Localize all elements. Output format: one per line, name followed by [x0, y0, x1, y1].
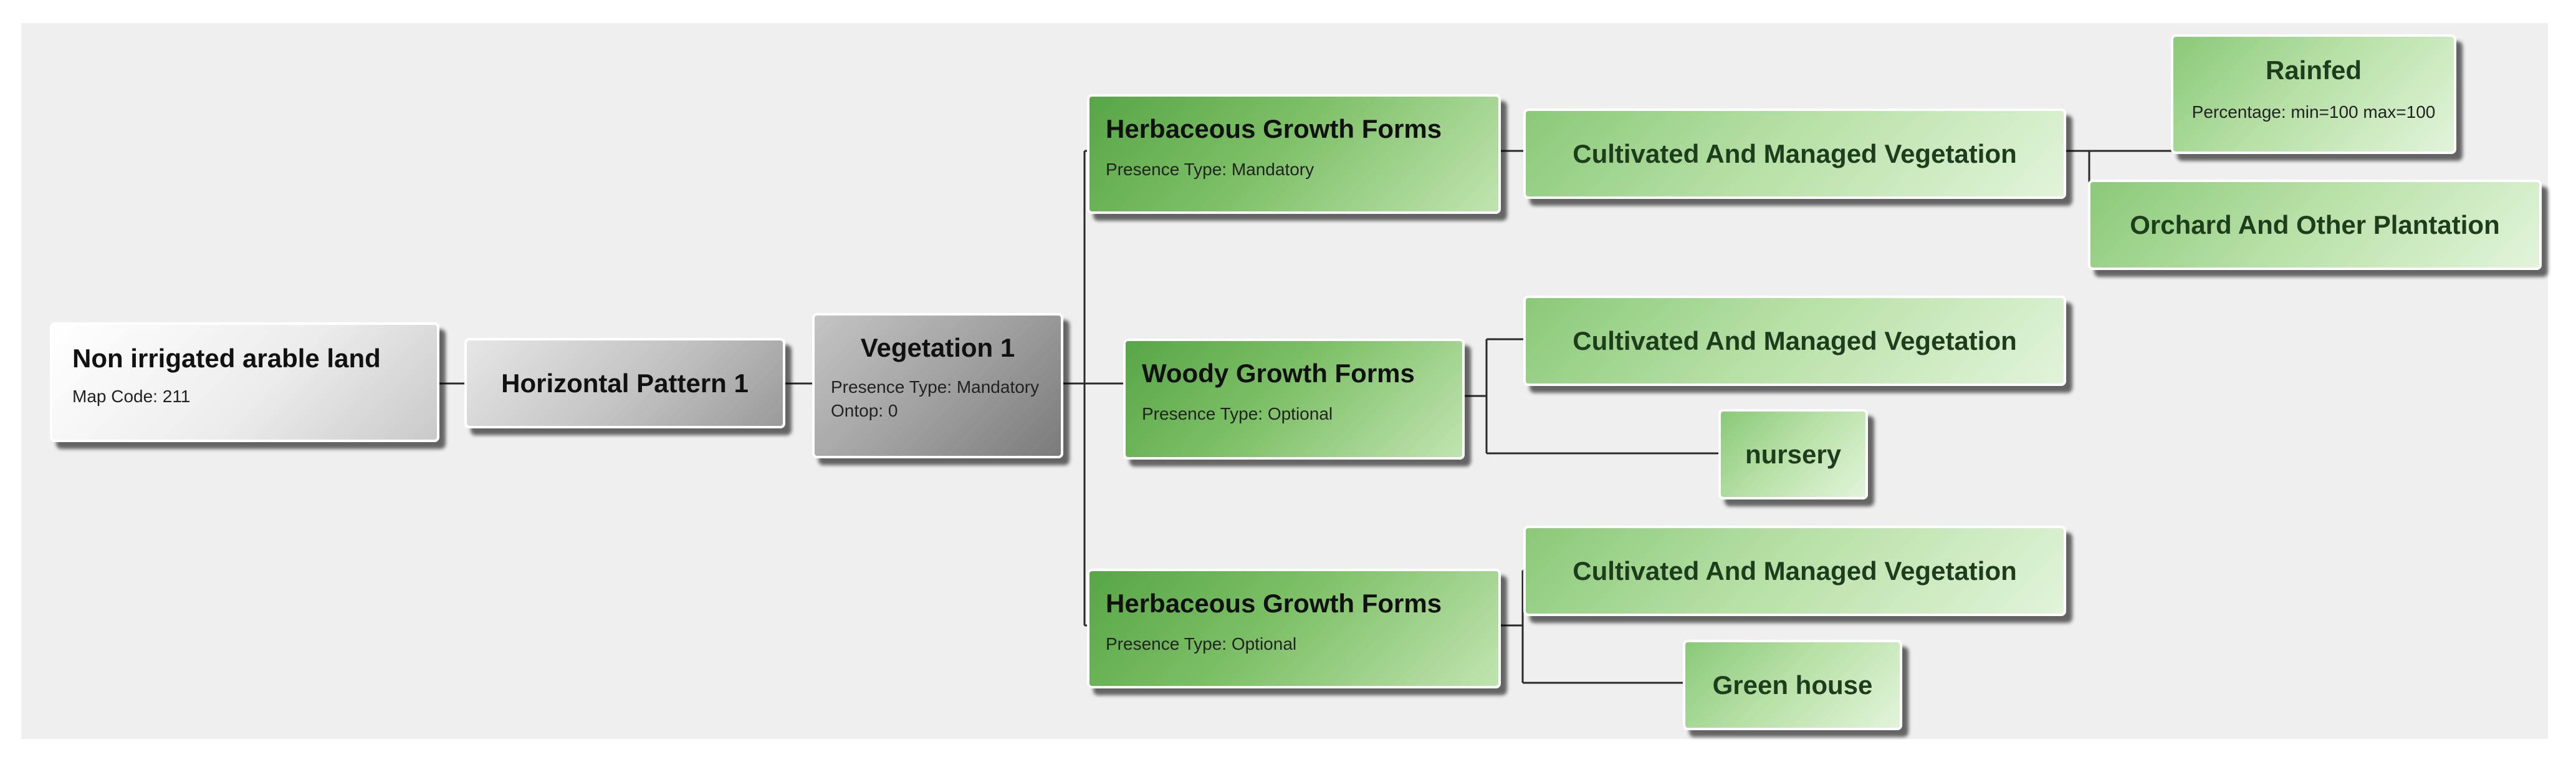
node-title: Orchard And Other Plantation [2130, 210, 2500, 239]
node-title: nursery [1745, 439, 1842, 469]
node-title: Non irrigated arable land [72, 344, 381, 373]
node-green-house[interactable]: Green house [1683, 640, 1902, 730]
node-horizontal-pattern-1[interactable]: Horizontal Pattern 1 [464, 338, 785, 428]
node-title: Green house [1712, 670, 1873, 700]
node-title: Cultivated And Managed Vegetation [1573, 326, 2017, 355]
node-cultivated-managed-vegetation-1[interactable]: Cultivated And Managed Vegetation [1523, 109, 2066, 199]
node-herbaceous-growth-forms-optional[interactable]: Herbaceous Growth Forms Presence Type: O… [1087, 569, 1501, 688]
node-nursery[interactable]: nursery [1718, 409, 1868, 499]
node-vegetation-1[interactable]: Vegetation 1 Presence Type: Mandatory On… [812, 313, 1063, 458]
node-detail: Presence Type: Mandatory [1106, 160, 1314, 179]
node-herbaceous-growth-forms-mandatory[interactable]: Herbaceous Growth Forms Presence Type: M… [1087, 94, 1501, 214]
node-detail-presence: Presence Type: Mandatory [831, 377, 1040, 397]
node-cultivated-managed-vegetation-3[interactable]: Cultivated And Managed Vegetation [1523, 526, 2066, 616]
node-non-irrigated-arable-land[interactable]: Non irrigated arable land Map Code: 211 [50, 322, 439, 442]
node-title: Vegetation 1 [860, 333, 1015, 362]
node-title: Woody Growth Forms [1142, 359, 1415, 388]
node-detail: Presence Type: Optional [1106, 634, 1297, 653]
node-detail: Map Code: 211 [72, 387, 191, 406]
node-cultivated-managed-vegetation-2[interactable]: Cultivated And Managed Vegetation [1523, 296, 2066, 386]
node-detail: Presence Type: Optional [1142, 404, 1333, 423]
node-detail-ontop: Ontop: 0 [831, 401, 898, 420]
node-title: Cultivated And Managed Vegetation [1573, 556, 2017, 586]
node-title: Herbaceous Growth Forms [1106, 589, 1442, 618]
node-detail: Percentage: min=100 max=100 [2191, 102, 2436, 122]
node-title: Rainfed [2265, 55, 2362, 85]
node-title: Cultivated And Managed Vegetation [1573, 138, 2017, 168]
node-title: Horizontal Pattern 1 [501, 368, 749, 398]
node-rainfed[interactable]: Rainfed Percentage: min=100 max=100 [2171, 34, 2456, 154]
node-orchard-other-plantation[interactable]: Orchard And Other Plantation [2088, 180, 2542, 270]
node-title: Herbaceous Growth Forms [1106, 114, 1442, 143]
node-woody-growth-forms[interactable]: Woody Growth Forms Presence Type: Option… [1123, 339, 1465, 460]
